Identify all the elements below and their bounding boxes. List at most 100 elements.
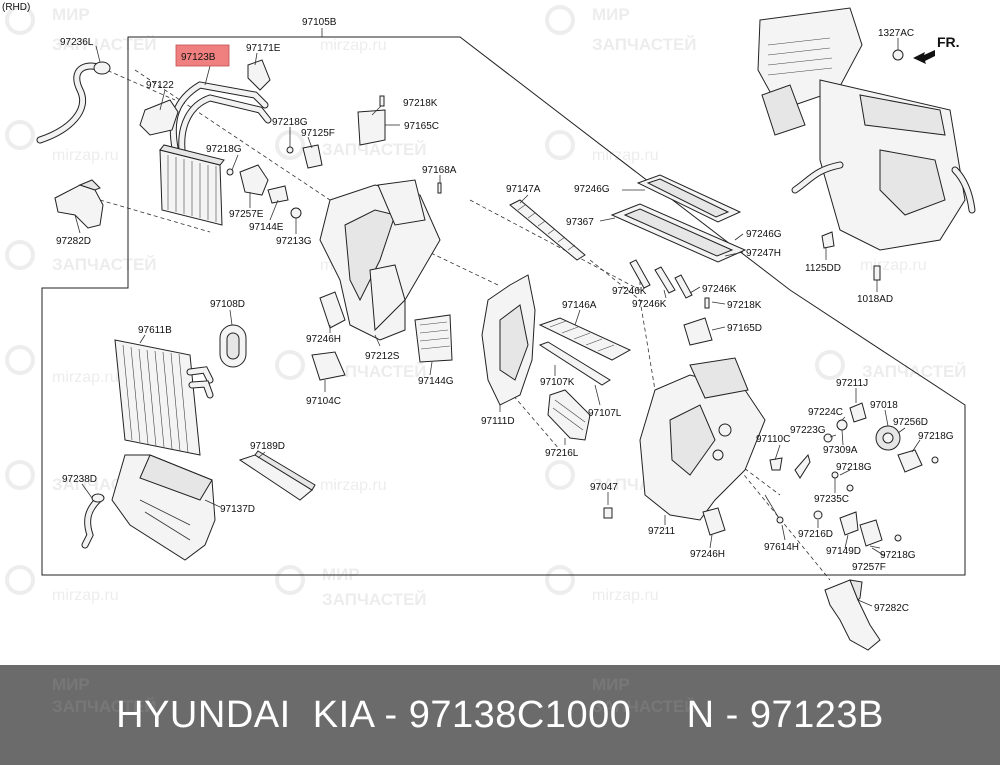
watermark-line1: МИР (592, 675, 630, 694)
label-97257F[interactable]: 97257F (852, 562, 886, 573)
label-97246H[interactable]: 97246H (690, 549, 725, 560)
watermark-url: mirzap.ru (52, 369, 119, 386)
label-97105B[interactable]: 97105B (302, 17, 337, 28)
label-97218K[interactable]: 97218K (727, 300, 762, 311)
evaporator-pipes (139, 59, 272, 154)
label-97614H[interactable]: 97614H (764, 542, 799, 553)
label-97367[interactable]: 97367 (566, 217, 594, 228)
front-direction-label: FR. (937, 34, 960, 50)
parts-diagram: МИР ЗАПЧАСТЕЙ МИР ЗАПЧАСТЕЙ mirzap.ru mi… (2, 2, 976, 651)
label-97047[interactable]: 97047 (590, 482, 618, 493)
watermark-url: mirzap.ru (52, 587, 119, 604)
label-1018AD[interactable]: 1018AD (857, 294, 893, 305)
label-97611B[interactable]: 97611B (138, 325, 172, 336)
label-97123B[interactable]: 97123B (181, 52, 216, 63)
leader-lines (74, 38, 921, 607)
watermark-line2: ЗАПЧАСТЕЙ (322, 362, 427, 381)
watermark-line2: ЗАПЧАСТЕЙ (52, 697, 157, 716)
door-97144G (414, 314, 453, 363)
watermark-line2: ЗАПЧАСТЕЙ (52, 35, 157, 54)
label-97282D[interactable]: 97282D (56, 236, 91, 247)
label-97224C[interactable]: 97224C (808, 407, 843, 418)
watermark-line1: МИР (52, 5, 90, 24)
label-97189D[interactable]: 97189D (250, 441, 285, 452)
duct-97282C (824, 579, 881, 651)
part-labels: 97105B 97236L 97123B 97171E 97122 97218K… (56, 17, 954, 614)
label-97246K[interactable]: 97246K (612, 286, 647, 297)
footer-bar: МИР ЗАПЧАСТЕЙ МИР ЗАПЧАСТЕЙ HYUNDAI KIA … (0, 665, 1000, 765)
label-97125F[interactable]: 97125F (301, 128, 335, 139)
label-1125DD[interactable]: 1125DD (805, 263, 841, 274)
label-97218G[interactable]: 97218G (272, 117, 308, 128)
assembly-frame (41, 36, 966, 576)
label-97107L[interactable]: 97107L (588, 408, 622, 419)
label-97146A[interactable]: 97146A (562, 300, 597, 311)
watermark-url: mirzap.ru (320, 477, 387, 494)
label-97246K[interactable]: 97246K (632, 299, 667, 310)
label-97218G[interactable]: 97218G (918, 431, 954, 442)
label-97236L[interactable]: 97236L (60, 37, 94, 48)
label-97165D[interactable]: 97165D (727, 323, 762, 334)
label-97247H[interactable]: 97247H (746, 248, 781, 259)
label-97144G[interactable]: 97144G (418, 376, 454, 387)
label-97147A[interactable]: 97147A (506, 184, 541, 195)
label-97218G[interactable]: 97218G (836, 462, 872, 473)
label-97246K[interactable]: 97246K (702, 284, 737, 295)
variant-label: (RHD) (2, 2, 30, 13)
case-97212S (319, 179, 441, 341)
watermark-line2: ЗАПЧАСТЕЙ (322, 590, 427, 609)
hose-97236L (36, 61, 111, 144)
label-97211J[interactable]: 97211J (836, 378, 868, 389)
label-97149D[interactable]: 97149D (826, 546, 861, 557)
label-97216L[interactable]: 97216L (545, 448, 579, 459)
bracket-97165D (683, 297, 713, 346)
label-97212S[interactable]: 97212S (365, 351, 400, 362)
label-97257E[interactable]: 97257E (229, 209, 264, 220)
label-97235C[interactable]: 97235C (814, 494, 849, 505)
label-97018[interactable]: 97018 (870, 400, 898, 411)
label-97218K[interactable]: 97218K (403, 98, 438, 109)
label-97216D[interactable]: 97216D (798, 529, 833, 540)
cover-97189D (238, 450, 316, 501)
label-97165C[interactable]: 97165C (404, 121, 439, 132)
label-97108D[interactable]: 97108D (210, 299, 245, 310)
label-97144E[interactable]: 97144E (249, 222, 284, 233)
duct-97282D (54, 179, 104, 229)
case-97137D (111, 454, 216, 561)
watermark-line2: ЗАПЧАСТЕЙ (322, 140, 427, 159)
label-97213G[interactable]: 97213G (276, 236, 312, 247)
actuator-cluster (764, 402, 939, 547)
label-97218G[interactable]: 97218G (206, 144, 242, 155)
label-1327AC[interactable]: 1327AC (878, 28, 914, 39)
watermark-line2: ЗАПЧАСТЕЙ (592, 35, 697, 54)
label-97104C[interactable]: 97104C (306, 396, 341, 407)
label-97171E[interactable]: 97171E (246, 43, 281, 54)
case-97211 (603, 357, 766, 536)
label-97256D[interactable]: 97256D (893, 417, 928, 428)
watermark-line1: МИР (592, 5, 630, 24)
label-97110C[interactable]: 97110C (756, 434, 790, 445)
heater-core-97611B (114, 339, 214, 456)
label-97246H[interactable]: 97246H (306, 334, 341, 345)
filter-97147A (509, 199, 586, 261)
hose-97238D (81, 493, 105, 549)
label-97246G[interactable]: 97246G (574, 184, 610, 195)
label-97238D[interactable]: 97238D (62, 474, 97, 485)
watermark-line2: ЗАПЧАСТЕЙ (52, 255, 157, 274)
watermark-url: mirzap.ru (52, 147, 119, 164)
watermark-url: mirzap.ru (592, 147, 659, 164)
label-97137D[interactable]: 97137D (220, 504, 255, 515)
label-97111D[interactable]: 97111D (481, 416, 515, 427)
label-97122[interactable]: 97122 (146, 80, 174, 91)
highlighted-label-box (175, 44, 230, 67)
label-97282C[interactable]: 97282C (874, 603, 909, 614)
watermark-line1: МИР (52, 675, 90, 694)
watermark-line2: ЗАПЧАСТЕЙ (592, 697, 697, 716)
label-97246G[interactable]: 97246G (746, 229, 782, 240)
label-97168A[interactable]: 97168A (422, 165, 457, 176)
label-97309A[interactable]: 97309A (823, 445, 858, 456)
label-97107K[interactable]: 97107K (540, 377, 575, 388)
label-97218G[interactable]: 97218G (880, 550, 916, 561)
label-97223G[interactable]: 97223G (790, 425, 826, 436)
label-97211[interactable]: 97211 (648, 526, 676, 537)
